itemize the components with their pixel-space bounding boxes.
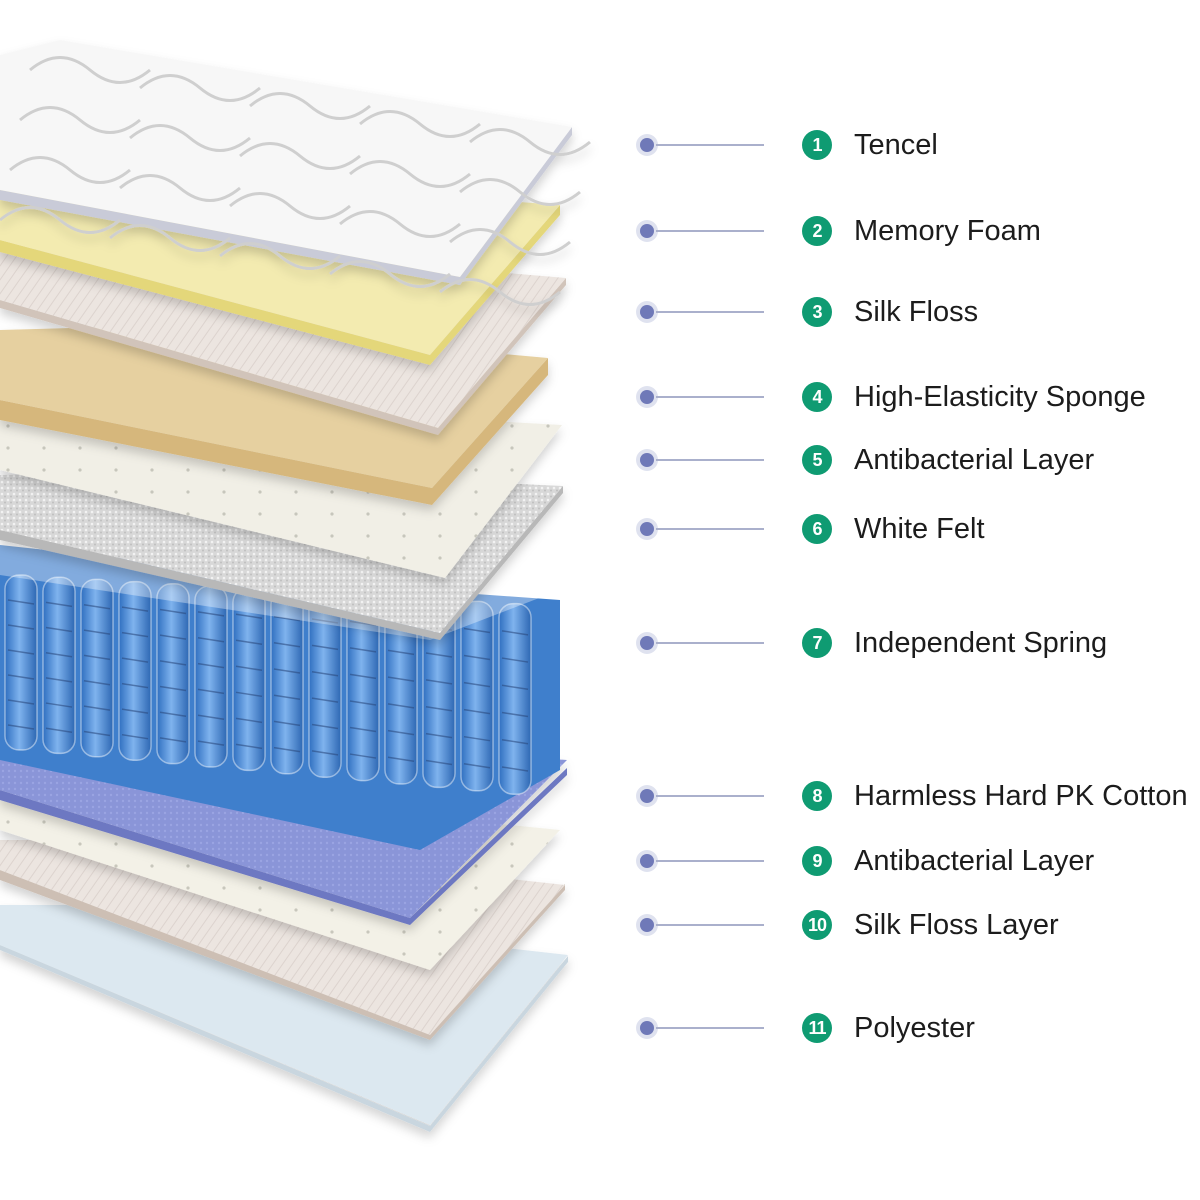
layer-number-badge: 10 (802, 910, 832, 940)
layer-label: Memory Foam (854, 215, 1041, 248)
callout-harmless-hard-pk-cotton: 8 Harmless Hard PK Cotton (640, 776, 1188, 816)
callout-silk-floss: 3 Silk Floss (640, 292, 978, 332)
marker-dot-icon (640, 918, 654, 932)
layer-label: White Felt (854, 513, 985, 546)
leader-line (656, 311, 764, 313)
leader-line (656, 860, 764, 862)
leader-line (656, 924, 764, 926)
layer-label: Antibacterial Layer (854, 444, 1094, 477)
leader-line (656, 1027, 764, 1029)
callout-antibacterial-layer-bottom: 9 Antibacterial Layer (640, 841, 1094, 881)
callout-tencel: 1 Tencel (640, 125, 938, 165)
marker-dot-icon (640, 854, 654, 868)
callout-polyester: 11 Polyester (640, 1008, 975, 1048)
layer-label: Harmless Hard PK Cotton (854, 780, 1188, 813)
marker-dot-icon (640, 522, 654, 536)
layer-label: Silk Floss Layer (854, 909, 1059, 942)
leader-line (656, 230, 764, 232)
leader-line (656, 144, 764, 146)
callout-high-elasticity-sponge: 4 High-Elasticity Sponge (640, 377, 1146, 417)
callout-memory-foam: 2 Memory Foam (640, 211, 1041, 251)
leader-line (656, 459, 764, 461)
callout-independent-spring: 7 Independent Spring (640, 623, 1107, 663)
marker-dot-icon (640, 789, 654, 803)
leader-line (656, 528, 764, 530)
callout-antibacterial-layer-top: 5 Antibacterial Layer (640, 440, 1094, 480)
marker-dot-icon (640, 453, 654, 467)
layer-label: Antibacterial Layer (854, 845, 1094, 878)
layer-number-badge: 3 (802, 297, 832, 327)
layer-label: Silk Floss (854, 296, 978, 329)
marker-dot-icon (640, 636, 654, 650)
layer-number-badge: 9 (802, 846, 832, 876)
layer-number-badge: 1 (802, 130, 832, 160)
callout-silk-floss-layer: 10 Silk Floss Layer (640, 905, 1059, 945)
layer-number-badge: 5 (802, 445, 832, 475)
callout-white-felt: 6 White Felt (640, 509, 985, 549)
layer-label: High-Elasticity Sponge (854, 381, 1146, 414)
layer-number-badge: 6 (802, 514, 832, 544)
layer-label: Tencel (854, 129, 938, 162)
leader-line (656, 642, 764, 644)
layer-label: Polyester (854, 1012, 975, 1045)
layer-number-badge: 11 (802, 1013, 832, 1043)
layer-number-badge: 8 (802, 781, 832, 811)
layer-number-badge: 2 (802, 216, 832, 246)
layer-number-badge: 4 (802, 382, 832, 412)
marker-dot-icon (640, 1021, 654, 1035)
marker-dot-icon (640, 390, 654, 404)
leader-line (656, 795, 764, 797)
layer-label: Independent Spring (854, 627, 1107, 660)
marker-dot-icon (640, 305, 654, 319)
layer-number-badge: 7 (802, 628, 832, 658)
leader-line (656, 396, 764, 398)
marker-dot-icon (640, 224, 654, 238)
marker-dot-icon (640, 138, 654, 152)
